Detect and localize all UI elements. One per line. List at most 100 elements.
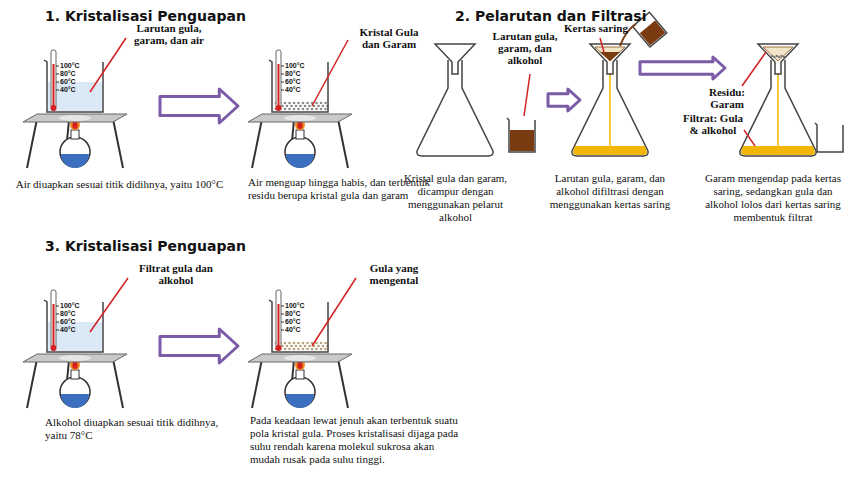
scale-tick: [281, 90, 284, 91]
crystal: [304, 105, 307, 108]
callout-label: Larutan gula, garam, dan alkohol: [492, 30, 558, 66]
thermometer: [276, 290, 281, 348]
burner-flask: [60, 377, 90, 407]
leader-line: [600, 38, 604, 52]
wire-gauze: [248, 354, 352, 362]
gauze-center: [284, 115, 316, 121]
funnel: [590, 44, 630, 74]
scale-value: 100°C: [285, 62, 305, 70]
step-caption: Pada keadaan lewat jenuh akan terbentuk …: [250, 414, 462, 466]
mixture: [600, 52, 620, 61]
beaker-outline: [815, 123, 843, 152]
beaker: [269, 300, 328, 352]
crystal: [315, 102, 318, 105]
crystal: [320, 102, 323, 105]
salt-residue: [773, 56, 775, 58]
burner-fuel: [61, 394, 89, 408]
crystal: [322, 105, 325, 108]
crystal: [306, 342, 309, 345]
thermometer-bulb: [276, 105, 282, 111]
scale-tick: [56, 66, 59, 67]
scale-tick: [281, 306, 284, 307]
scale-value: 100°C: [60, 62, 80, 70]
crystal: [293, 348, 296, 351]
scale-value: 40°C: [60, 326, 76, 334]
funnel: [435, 44, 475, 74]
burner-neck: [71, 370, 79, 379]
crystal: [317, 105, 320, 108]
scale-tick: [281, 322, 284, 323]
leader-line: [742, 52, 766, 86]
crystal: [302, 342, 305, 345]
beaker: [507, 118, 535, 152]
scale-value: 60°C: [285, 318, 301, 326]
crystal: [284, 102, 287, 105]
crystal: [288, 348, 291, 351]
crystal: [315, 342, 318, 345]
callout-label: Kristal Gula dan Garam: [350, 26, 428, 50]
gauze-center: [284, 355, 316, 361]
crystal: [284, 348, 287, 351]
burner-fuel: [286, 154, 314, 168]
crystal: [288, 108, 291, 111]
beaker-outline: [507, 118, 535, 152]
crystal: [322, 345, 325, 348]
step-caption: Larutan gula, garam, dan alkohol difiltr…: [548, 172, 672, 211]
crystal: [293, 102, 296, 105]
evaporation-apparatus: [23, 50, 127, 168]
crystal: [308, 345, 311, 348]
burner-flask: [285, 137, 315, 167]
crystal: [293, 108, 296, 111]
mercury: [278, 304, 280, 346]
filter-paper: [763, 47, 793, 61]
crystal: [304, 345, 307, 348]
erlenmeyer-flask: [740, 44, 816, 156]
step-caption: Air diuapkan sesuai titik didihnya, yait…: [12, 178, 227, 191]
evaporation-apparatus: [248, 50, 352, 168]
leader-line: [524, 74, 530, 116]
crystal: [306, 348, 309, 351]
crystal: [293, 342, 296, 345]
scale-tick: [281, 314, 284, 315]
salt-residue: [783, 56, 785, 58]
process-arrow: [160, 329, 238, 363]
filtrate-stream: [777, 74, 779, 146]
wire-gauze: [248, 114, 352, 122]
callout-label: Gula yang mengental: [358, 262, 430, 286]
scale-tick: [281, 82, 284, 83]
process-arrow: [160, 89, 238, 123]
crystal: [306, 108, 309, 111]
erlenmeyer-flask: [417, 44, 493, 156]
mercury: [53, 64, 55, 106]
filtrate: [573, 146, 647, 155]
process-arrow: [548, 89, 580, 111]
crystal: [288, 342, 291, 345]
scale-value: 80°C: [60, 310, 76, 318]
scale-value: 40°C: [60, 86, 76, 94]
crystal: [320, 348, 323, 351]
scale-tick: [56, 314, 59, 315]
section-heading: 3. Kristalisasi Penguapan: [45, 238, 246, 254]
evaporation-apparatus: [23, 290, 127, 408]
burner-flask: [285, 377, 315, 407]
beaker: [269, 60, 328, 112]
crystal: [311, 108, 314, 111]
crystal: [302, 348, 305, 351]
crystal: [302, 102, 305, 105]
thermometer: [51, 50, 56, 108]
filter-paper: [595, 47, 625, 61]
thermometer-bulb: [276, 345, 282, 351]
crystal: [297, 108, 300, 111]
crystal: [324, 108, 327, 111]
gauze-center: [59, 355, 91, 361]
scale-value: 100°C: [60, 302, 80, 310]
leader-line: [90, 38, 126, 92]
leader-line: [744, 130, 755, 146]
salt-residue: [778, 56, 780, 58]
callout-label: Filtrat: Gula & alkohol: [682, 112, 744, 136]
scale-tick: [281, 74, 284, 75]
erlenmeyer-flask: [572, 44, 648, 156]
step-caption: Alkohol diuapkan sesuai titik didihnya, …: [45, 416, 230, 442]
leader-line: [312, 40, 348, 106]
crystal: [284, 108, 287, 111]
